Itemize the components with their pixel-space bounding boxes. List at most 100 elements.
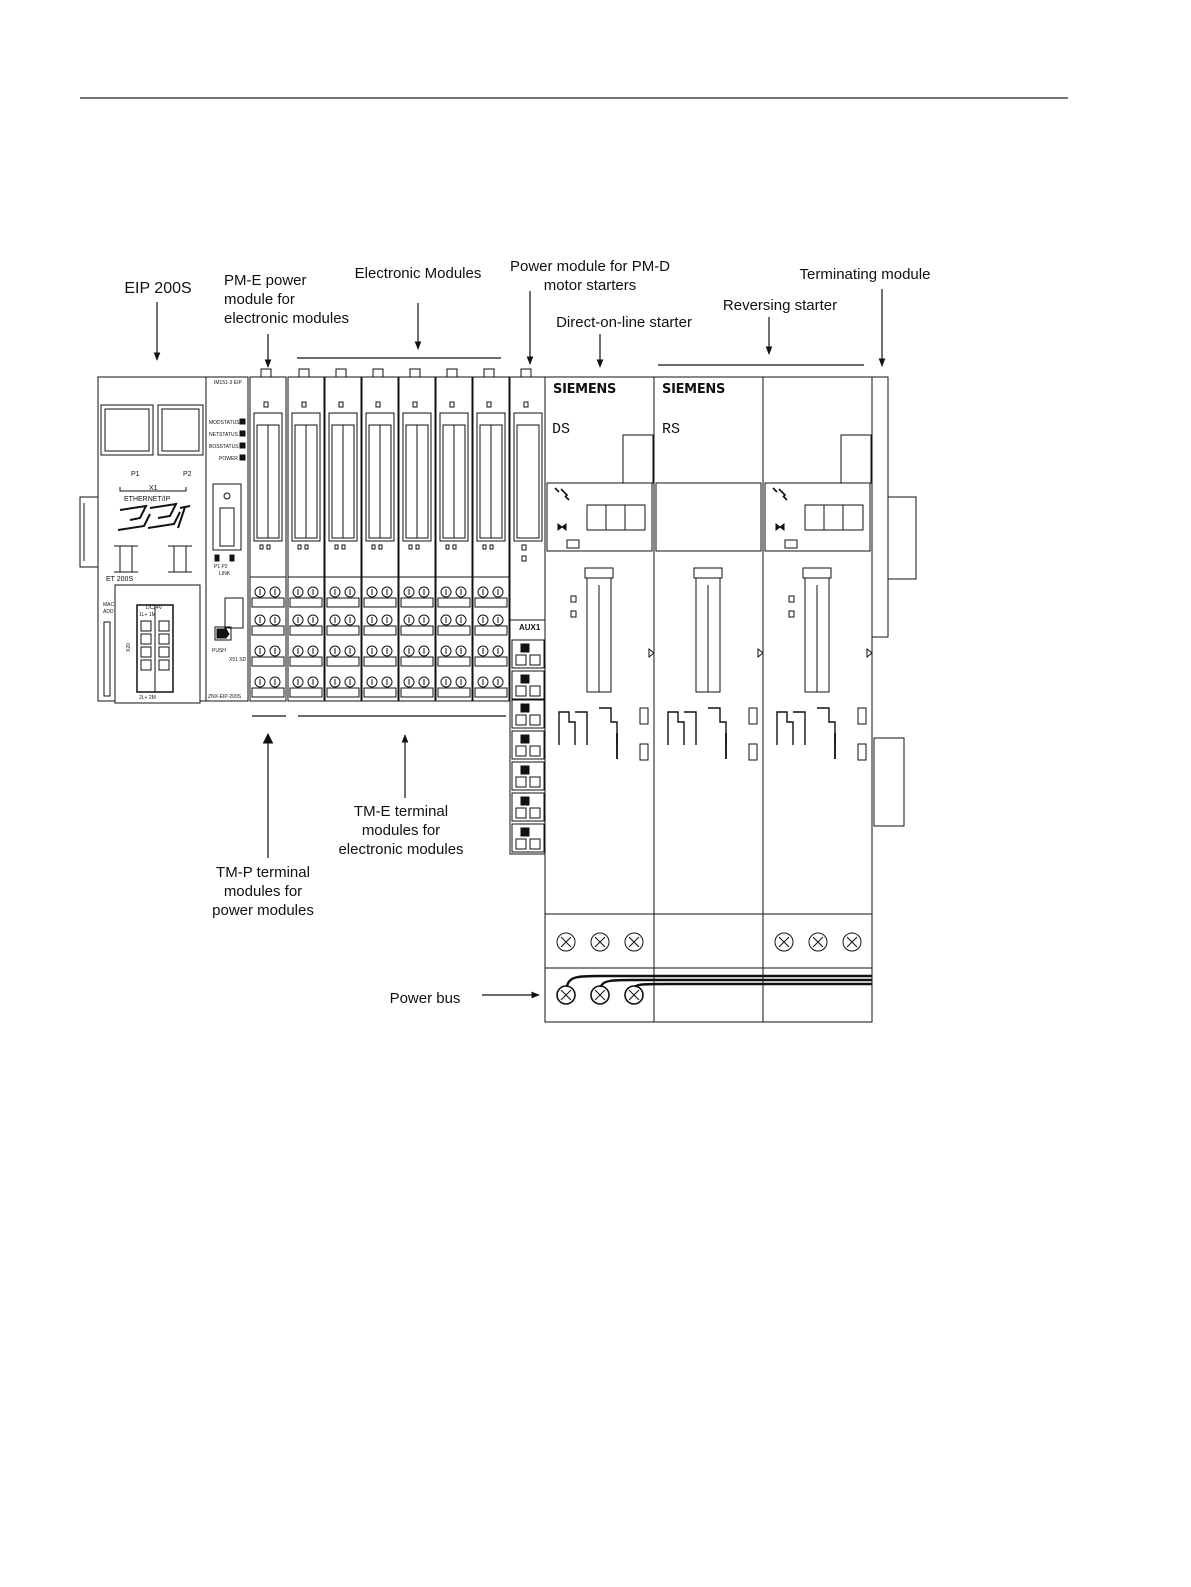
aux-clamp	[515, 807, 527, 819]
eip-head-module	[79, 376, 207, 704]
terminal-screw	[381, 645, 393, 657]
starter-clip	[857, 743, 867, 761]
terminal-screw	[254, 614, 266, 626]
label-tm-p-line1: TM-P terminal	[216, 864, 310, 881]
terminal-screw	[269, 614, 281, 626]
starter-switch	[804, 504, 864, 531]
slot-label-frame	[253, 412, 283, 542]
slot-module	[249, 368, 287, 702]
terminal-screw	[477, 586, 489, 598]
slot-pin	[521, 555, 527, 562]
label-reversing-starter: Reversing starter	[722, 297, 838, 314]
starter-screw-x	[846, 936, 858, 948]
slot-pin	[304, 544, 309, 550]
starter-screw-x	[628, 936, 640, 948]
slot-module	[398, 368, 436, 702]
terminal-screw	[440, 614, 452, 626]
slot-label-frame	[439, 412, 469, 542]
terminal-screw	[269, 586, 281, 598]
siemens-logo-ds: SIEMENS	[553, 382, 616, 397]
aux-clamp	[529, 654, 541, 666]
terminal-clamp	[437, 687, 471, 698]
iface-bottom: ZNX-EIP-200S	[208, 694, 242, 700]
terminal-clamp	[251, 656, 285, 667]
motor-starter	[653, 376, 764, 1023]
slot-led	[486, 401, 492, 408]
label-tm-e-line3: electronic modules	[338, 841, 464, 858]
rs-label: RS	[662, 421, 680, 438]
sst-logo-graphic	[117, 502, 191, 531]
slot-module	[435, 368, 473, 702]
power-bus-rail	[633, 982, 872, 988]
terminal-screw	[440, 586, 452, 598]
terminal-screw	[418, 586, 430, 598]
starter-led	[788, 595, 795, 603]
terminal-clamp	[289, 656, 323, 667]
starter-screw-x	[812, 936, 824, 948]
slot-pin	[259, 544, 264, 550]
slot-led	[375, 401, 381, 408]
label-tm-e-line1: TM-E terminal	[353, 803, 449, 820]
terminal-screw	[329, 676, 341, 688]
terminal-screw	[329, 614, 341, 626]
terminal-screw	[403, 676, 415, 688]
aux-clamp	[515, 838, 527, 850]
terminal-screw	[344, 614, 356, 626]
aux-terminal	[511, 639, 545, 669]
head-p2: P2	[183, 471, 192, 478]
power-bus-rails	[565, 974, 872, 988]
terminal-screw	[403, 614, 415, 626]
powerbus-screw-x	[560, 989, 572, 1001]
terminal-clamp	[474, 597, 508, 608]
starter-screw	[842, 932, 862, 952]
terminal-screw	[492, 676, 504, 688]
starter-screw	[808, 932, 828, 952]
slot-pin	[408, 544, 413, 550]
terminal-screw	[455, 676, 467, 688]
terminal-screw	[269, 676, 281, 688]
slot-label-frame	[402, 412, 432, 542]
aux-cell	[511, 730, 545, 760]
starter-screw-x	[560, 936, 572, 948]
slot-module	[287, 368, 325, 702]
terminal-screw	[254, 645, 266, 657]
slot-pin	[297, 544, 302, 550]
starter-clip	[857, 707, 867, 725]
iface-led-2: NETSTATUS	[209, 432, 239, 438]
terminal-clamp	[474, 687, 508, 698]
terminal-screw	[477, 676, 489, 688]
label-pm-d-line2: motor starters	[543, 277, 637, 294]
ds-label: DS	[552, 421, 570, 438]
terminal-screw	[492, 645, 504, 657]
slot-modules	[249, 368, 547, 702]
starter-body	[653, 376, 764, 1023]
aux-clamp	[529, 685, 541, 697]
powerbus-screw-x	[594, 989, 606, 1001]
aux-clamp	[515, 745, 527, 757]
power-bus-rail	[565, 974, 872, 988]
slot-label-frame	[365, 412, 395, 542]
terminal-screw	[254, 586, 266, 598]
aux-screw	[520, 765, 530, 775]
terminal-screw	[418, 676, 430, 688]
label-terminating-module: Terminating module	[799, 266, 931, 283]
label-electronic-modules: Electronic Modules	[354, 265, 482, 282]
label-tm-p-line3: power modules	[212, 902, 314, 919]
slot-pin	[452, 544, 457, 550]
slot-label-frame	[513, 412, 543, 542]
terminal-clamp	[437, 625, 471, 636]
aux-clamp	[529, 807, 541, 819]
label-tm-p-line2: modules for	[223, 883, 303, 900]
aux-screw	[520, 674, 530, 684]
terminal-screw	[254, 676, 266, 688]
terminal-screw	[344, 645, 356, 657]
slot-led	[263, 401, 269, 408]
terminal-clamp	[251, 625, 285, 636]
terminal-clamp	[363, 687, 397, 698]
interface-module	[205, 376, 249, 702]
terminal-screw	[329, 586, 341, 598]
head-dc24: DC24V	[146, 605, 163, 611]
motor-starter	[544, 376, 655, 1023]
